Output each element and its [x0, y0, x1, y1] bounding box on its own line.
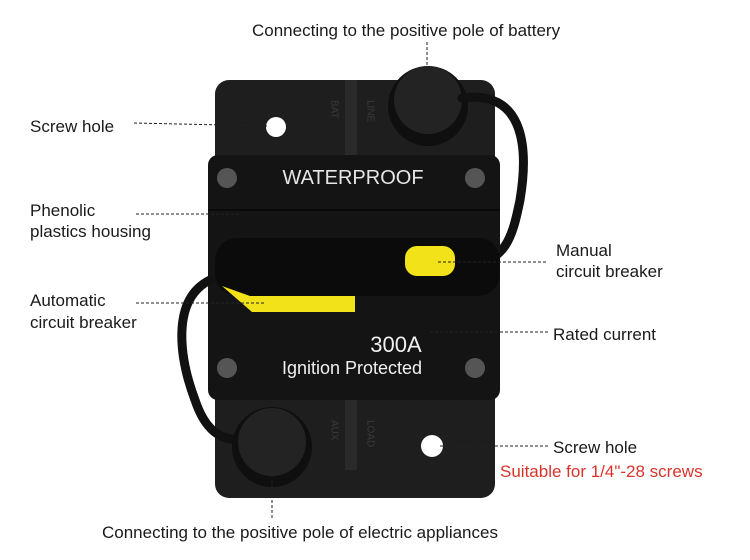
callout-automatic-line2: circuit breaker	[30, 313, 137, 332]
callout-phenolic-line1: Phenolic	[30, 201, 96, 220]
waterproof-label: WATERPROOF	[282, 167, 423, 189]
top-ridge	[345, 80, 357, 158]
callout-manual-line2: circuit breaker	[556, 262, 663, 281]
automatic-reset-lever	[222, 286, 355, 312]
housing-screw-bl	[217, 358, 237, 378]
callout-top-terminal: Connecting to the positive pole of batte…	[252, 21, 561, 40]
manual-trip-button	[405, 246, 455, 276]
housing-screw-tl	[217, 168, 237, 188]
bottom-terminal-letters-b: LOAD	[365, 420, 376, 447]
bottom-terminal-letters: AUX	[329, 420, 340, 441]
top-terminal-cap-inner	[394, 66, 462, 134]
bottom-cap-strap	[177, 275, 245, 445]
manual-lever-bar	[215, 238, 500, 296]
bottom-ridge	[345, 400, 357, 470]
callout-screw-note: Suitable for 1/4"-28 screws	[500, 462, 703, 481]
top-terminal-letters: BAT	[329, 100, 340, 119]
callout-phenolic-line2: plastics housing	[30, 222, 151, 241]
screw-hole-bottom	[421, 435, 443, 457]
ignition-protected-label: Ignition Protected	[282, 358, 422, 378]
callout-screw-hole-top: Screw hole	[30, 117, 115, 136]
housing-screw-tr	[465, 168, 485, 188]
housing-screw-br	[465, 358, 485, 378]
top-terminal-letters-b: LINE	[365, 100, 376, 123]
callout-rated-current: Rated current	[553, 325, 656, 344]
callout-automatic-line1: Automatic	[30, 291, 106, 310]
bottom-terminal-cap-inner	[238, 408, 306, 476]
callout-bottom-terminal: Connecting to the positive pole of elect…	[102, 523, 498, 542]
screw-hole-top	[266, 117, 286, 137]
leader-screw-top	[133, 122, 269, 127]
rated-current-value: 300A	[370, 332, 422, 357]
callout-screw-hole-bottom: Screw hole	[553, 438, 638, 457]
callout-manual-line1: Manual	[556, 241, 612, 260]
